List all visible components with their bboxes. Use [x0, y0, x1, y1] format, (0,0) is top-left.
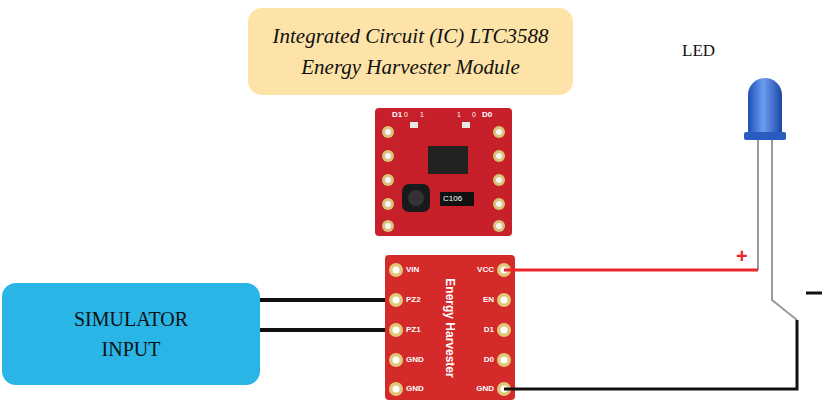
pin-label: GND — [406, 356, 424, 364]
wire-stub — [806, 292, 822, 295]
wire-connector — [260, 328, 385, 332]
pin-label: GND — [406, 385, 424, 393]
title-box: Integrated Circuit (IC) LTC3588 Energy H… — [248, 8, 573, 95]
silkscreen-label: 1 — [420, 111, 424, 118]
pin-label: PZ2 — [406, 296, 421, 304]
simulator-box: SIMULATOR INPUT — [2, 283, 260, 385]
top-board — [375, 108, 512, 236]
gnd-wire — [504, 320, 797, 389]
silkscreen-label: D1 — [392, 111, 402, 119]
bottom-board — [385, 255, 515, 400]
led-label: LED — [682, 42, 715, 59]
pin-label: PZ1 — [406, 326, 421, 334]
polarity-sign: + — [736, 246, 748, 266]
silkscreen-label: D0 — [482, 111, 492, 119]
pin-label: GND — [476, 385, 494, 393]
pin-label: VCC — [477, 266, 494, 274]
board-node: Energy Harvester — [385, 255, 515, 400]
node-label: Integrated Circuit (IC) LTC3588 Energy H… — [260, 21, 561, 82]
node-label: Energy Harvester — [443, 278, 457, 377]
silkscreen-label: 0 — [404, 111, 408, 118]
pin-label: D0 — [484, 356, 494, 364]
vcc-wire — [504, 269, 758, 272]
pin-label: VIN — [406, 266, 419, 274]
silkscreen-label: 1 — [457, 111, 461, 118]
wire-connector — [260, 298, 385, 302]
silkscreen-label: 0 — [472, 111, 476, 118]
component-label: C106 — [443, 195, 462, 203]
pin-label: EN — [483, 296, 494, 304]
node-label: SIMULATOR INPUT — [56, 304, 206, 364]
pin-label: D1 — [484, 326, 494, 334]
led-symbol — [744, 78, 797, 320]
